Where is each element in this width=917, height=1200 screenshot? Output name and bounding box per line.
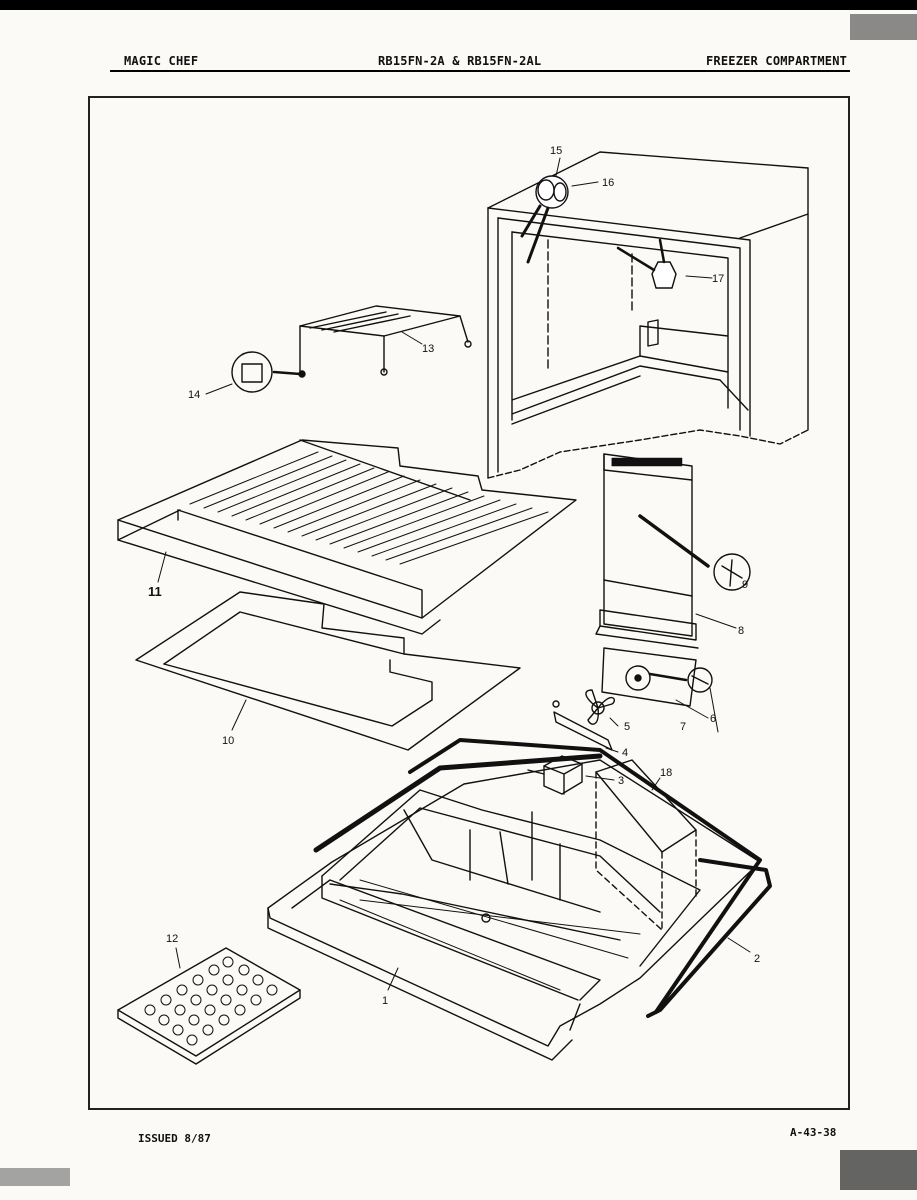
footer-page-code: A-43-38 xyxy=(790,1126,837,1139)
door-gasket-2 xyxy=(408,738,772,1018)
scan-artifact xyxy=(850,14,917,40)
fan-blade-5 xyxy=(585,689,615,725)
callout-13: 13 xyxy=(422,343,434,355)
callout-11: 11 xyxy=(148,584,162,599)
callout-9: 9 xyxy=(742,579,748,591)
callout-18: 18 xyxy=(660,767,672,779)
leader-lines xyxy=(157,157,751,991)
air-duct-8 xyxy=(595,453,751,649)
freezer-liner-1 xyxy=(267,753,761,1061)
scan-artifact xyxy=(0,1168,70,1186)
motor-bracket-4 xyxy=(552,700,613,751)
callout-15: 15 xyxy=(550,145,562,157)
wire-shelf-13 xyxy=(298,305,472,378)
callout-2: 2 xyxy=(754,953,760,965)
callout-4: 4 xyxy=(622,747,628,759)
footer-issued: ISSUED 8/87 xyxy=(138,1132,211,1145)
ice-tray-12 xyxy=(117,947,301,1065)
header-section: FREEZER COMPARTMENT xyxy=(706,54,848,68)
freezer-shelf-11 xyxy=(117,439,577,635)
callout-labels: 1 2 3 4 5 6 7 8 9 10 11 12 13 14 15 16 1… xyxy=(148,145,760,1007)
header-rule xyxy=(110,70,850,72)
callout-5: 5 xyxy=(624,721,630,733)
top-scan-bar xyxy=(0,0,917,10)
diagram-frame xyxy=(88,96,850,1110)
header-models: RB15FN-2A & RB15FN-2AL xyxy=(378,54,542,68)
callout-1: 1 xyxy=(382,995,388,1007)
fan-shroud-7 xyxy=(601,647,713,707)
callout-12: 12 xyxy=(166,933,178,945)
callout-14: 14 xyxy=(188,389,200,401)
scan-artifact xyxy=(840,1150,917,1190)
freezer-cabinet xyxy=(487,151,809,479)
callout-8: 8 xyxy=(738,625,744,637)
callout-7: 7 xyxy=(680,721,686,733)
callout-6: 6 xyxy=(710,713,716,725)
callout-17: 17 xyxy=(712,273,724,285)
header-brand: MAGIC CHEF xyxy=(124,54,199,68)
pan-10 xyxy=(135,591,521,751)
bulb-14 xyxy=(231,351,302,393)
callout-16: 16 xyxy=(602,177,614,189)
callout-3: 3 xyxy=(618,775,624,787)
callout-10: 10 xyxy=(222,735,234,747)
